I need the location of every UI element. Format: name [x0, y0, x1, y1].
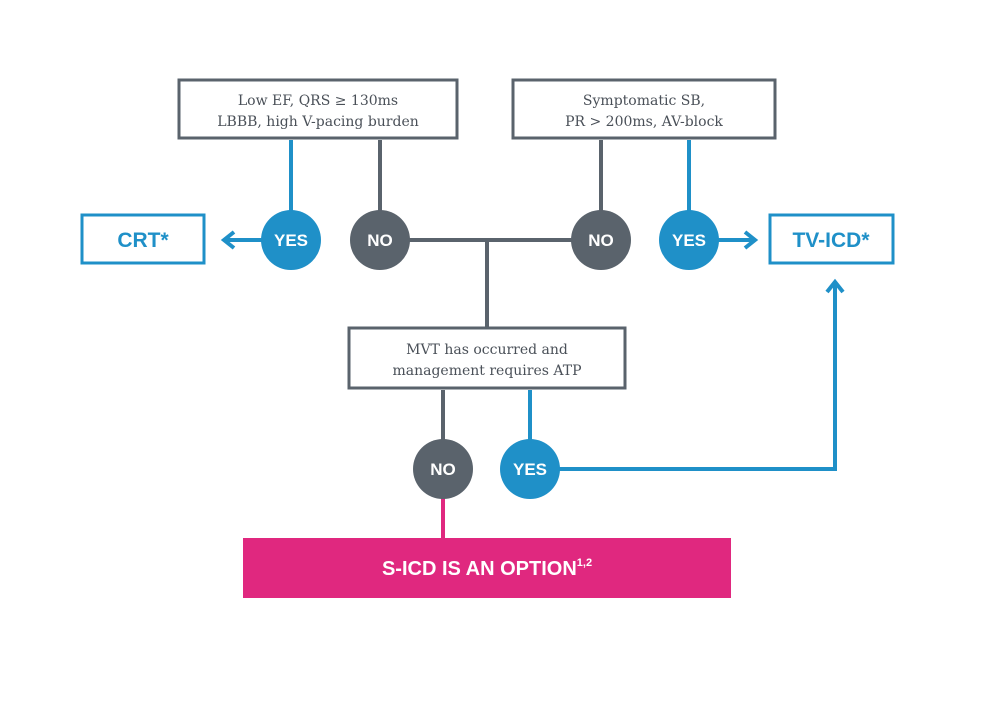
criteria-box-crt: Low EF, QRS ≥ 130ms LBBB, high V-pacing … — [177, 78, 459, 140]
outcome-crt: CRT* — [80, 213, 206, 265]
banner-superscript: 1,2 — [577, 557, 592, 569]
criteria-crt-line2: LBBB, high V-pacing burden — [217, 114, 419, 130]
decision-yes-crt: YES — [261, 210, 321, 270]
outcome-tvicd-label: TV-ICD* — [792, 229, 870, 252]
decision-yes-tvicd: YES — [659, 210, 719, 270]
gray-connectors — [378, 140, 603, 440]
sicd-option-banner: S-ICD IS AN OPTION1,2 — [243, 538, 731, 598]
connector-yes-to-tvicd — [558, 283, 837, 471]
criteria-tvicd-line1: Symptomatic SB, — [583, 93, 705, 109]
decision-no-crt: NO — [350, 210, 410, 270]
outcome-crt-label: CRT* — [117, 229, 169, 252]
criteria-box-tvicd: Symptomatic SB, PR > 200ms, AV-block — [511, 78, 777, 140]
criteria-atp-line1: MVT has occurred and — [406, 342, 568, 358]
arrowhead-tvicd-up — [825, 278, 845, 294]
blue-connectors — [220, 140, 845, 471]
decision-no-atp-label: NO — [430, 460, 456, 479]
decision-yes-crt-label: YES — [274, 231, 308, 250]
criteria-box-atp: MVT has occurred and management requires… — [347, 326, 627, 390]
criteria-tvicd-line2: PR > 200ms, AV-block — [565, 114, 723, 130]
decision-no-crt-label: NO — [367, 231, 393, 250]
decision-no-atp: NO — [413, 439, 473, 499]
outcome-tvicd: TV-ICD* — [768, 213, 895, 265]
arrowhead-crt — [220, 230, 236, 250]
decision-yes-atp-label: YES — [513, 460, 547, 479]
arrowhead-tvicd — [743, 230, 759, 250]
criteria-atp-line2: management requires ATP — [392, 363, 581, 379]
banner-text-group: S-ICD IS AN OPTION1,2 — [382, 557, 592, 580]
banner-label: S-ICD IS AN OPTION — [382, 558, 577, 580]
decision-yes-atp: YES — [500, 439, 560, 499]
decision-no-tvicd-label: NO — [588, 231, 614, 250]
decision-yes-tvicd-label: YES — [672, 231, 706, 250]
decision-no-tvicd: NO — [571, 210, 631, 270]
criteria-crt-line1: Low EF, QRS ≥ 130ms — [238, 93, 398, 109]
